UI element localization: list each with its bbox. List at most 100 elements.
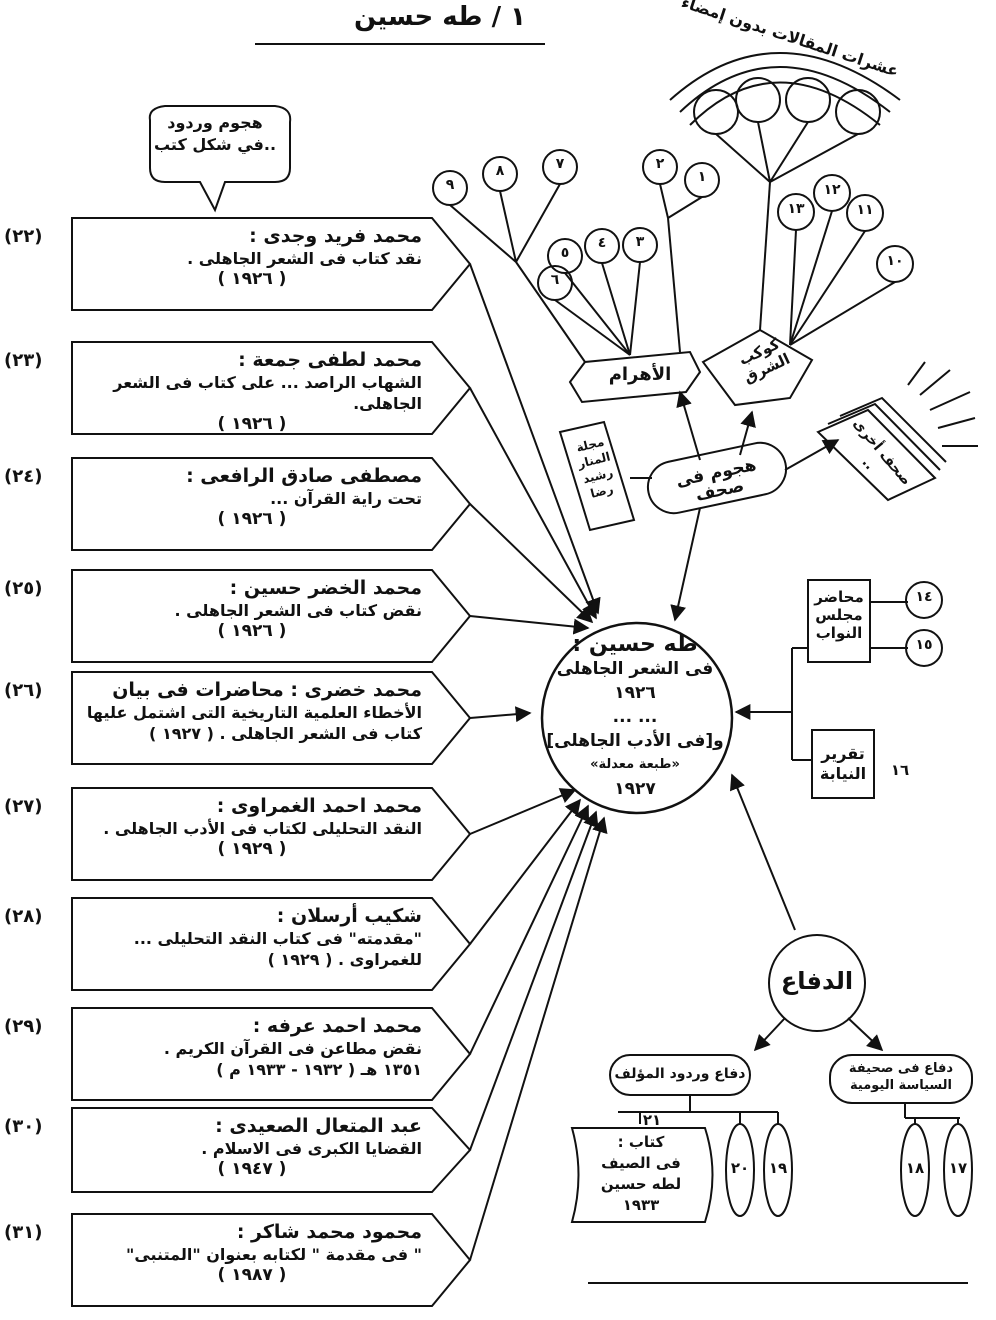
balloon-number: ١٤	[915, 589, 933, 605]
book-number: (٢٦)	[4, 680, 43, 701]
center-line: ١٩٢٧	[614, 779, 656, 799]
center-line: «طبعة معدلة»	[590, 757, 680, 772]
book-connector	[469, 798, 581, 945]
attack-bubble-text: هجوم وردود في شكل كتب..	[140, 112, 290, 156]
book-connector	[469, 706, 532, 723]
book-title-line: الأخطاء العلمية التاريخية التى اشتمل علي…	[86, 703, 422, 722]
balloon-string	[789, 210, 833, 346]
ahram-label: الأهرام	[608, 364, 672, 385]
number-balloon	[905, 581, 943, 619]
defense-press-line: السياسة اليومية	[850, 1078, 952, 1093]
balloon-number: ٣	[635, 234, 645, 250]
book-entry: مصطفى صادق الرافعى :تحت راية القرآن ...(…	[72, 458, 432, 550]
book-year: ( ١٩٢٦ )	[217, 269, 287, 289]
parliament-line: مجلس	[815, 606, 863, 624]
summer-book-line: ١٩٣٣	[622, 1196, 660, 1214]
balloon-string	[659, 183, 669, 219]
book-box	[71, 1107, 472, 1193]
book-author: مصطفى صادق الرافعى :	[186, 465, 422, 487]
burst-lines	[907, 361, 978, 447]
summer-book-line: فى الصيف	[601, 1154, 681, 1172]
book-author: عبد المتعال الصعيدى :	[215, 1115, 422, 1137]
book-number: (٢٨)	[4, 906, 43, 927]
prosecution-line: تقرير	[821, 744, 865, 763]
center-line: فى الشعر الجاهلى ١٩٢٦	[556, 659, 714, 703]
center-circle	[540, 621, 734, 815]
book-title-line: " فى مقدمة " لكتابه بعنوان "المتنبى"	[125, 1245, 422, 1264]
bubble-line: هجوم وردود	[167, 113, 263, 132]
book-number: (٢٧)	[4, 796, 43, 817]
book-year: ( ١٩٢٦ )	[217, 621, 287, 641]
footer-rule	[588, 1282, 968, 1284]
book-box	[71, 671, 472, 765]
book-year: ( ١٩٤٧ )	[217, 1159, 287, 1179]
book-connector	[469, 263, 601, 615]
book-entry: محمد خضرى : محاضرات فى بيان الأخطاء العلم…	[72, 672, 432, 764]
defense-press-label: دفاع فى صحيفة السياسة اليومية	[832, 1060, 970, 1094]
parliament-line: محاضر	[814, 588, 864, 606]
book-box	[71, 787, 472, 881]
book-connector	[469, 615, 590, 635]
balloon-string	[667, 196, 703, 219]
book-title-line: النقد التحليلى لكتاب فى الأدب الجاهلى .	[103, 819, 422, 838]
book-author: محمد الخضر حسين :	[229, 577, 422, 599]
book-title-line: تحت راية القرآن ...	[270, 489, 422, 508]
balloon-string	[564, 272, 631, 356]
book-connector	[469, 816, 608, 1261]
balloon-string	[789, 229, 797, 346]
book-number: (٣٠)	[4, 1116, 43, 1137]
balloon-number: ٤	[597, 235, 607, 251]
balloon-number: ٧	[555, 156, 565, 172]
book-title-line: نقض مطاعن فى القرآن الكريم .	[163, 1039, 422, 1058]
balloon-string	[449, 204, 517, 263]
balloon-string	[515, 183, 561, 263]
book-author: شكيب أرسلان :	[276, 905, 422, 927]
book-number: (٢٩)	[4, 1016, 43, 1037]
manar-box	[558, 420, 636, 532]
balloon-number: ٢	[655, 156, 665, 172]
book-title-line: نقض كتاب فى الشعر الجاهلى .	[174, 601, 422, 620]
defense-author-label: دفاع وردود المؤلف	[614, 1066, 746, 1082]
defense-circle	[768, 934, 866, 1032]
balloon-number: ٨	[495, 163, 505, 179]
book-author: محمود محمد شاكر :	[236, 1221, 422, 1243]
parliament-box	[807, 579, 871, 663]
book-title-line: القضايا الكبرى فى الاسلام .	[201, 1139, 422, 1158]
balloon-string	[499, 190, 517, 263]
book-author: محمد خضرى : محاضرات فى بيان	[112, 679, 422, 701]
center-name: طه حسين :	[572, 632, 698, 657]
book-number: (٣١)	[4, 1222, 43, 1243]
book-entry: محمد فريد وجدى :نقد كتاب فى الشعر الجاهل…	[72, 218, 432, 310]
balloon-string	[629, 261, 641, 356]
balloon-string	[554, 299, 631, 356]
balloon-number: ١٩	[768, 1159, 788, 1177]
book-connector	[469, 804, 590, 1055]
balloon-number: ٦	[550, 272, 560, 288]
book-box	[71, 341, 472, 435]
book-year: ( ١٩٨٧ )	[217, 1265, 287, 1285]
balloon-strings	[449, 181, 896, 363]
balloon-number: ١٧	[948, 1159, 968, 1177]
book-box	[71, 457, 472, 551]
book-entry: محمود محمد شاكر : " فى مقدمة " لكتابه بعن…	[72, 1214, 432, 1306]
balloon-number: ١٥	[915, 637, 933, 653]
book-box	[71, 897, 472, 991]
center-work: طه حسين : فى الشعر الجاهلى ١٩٢٦ ... ... …	[540, 632, 730, 801]
book-connector	[469, 788, 577, 835]
book-shapes	[71, 217, 472, 1307]
fan-connector	[515, 261, 586, 363]
prosecution-label: تقرير النيابة	[812, 744, 874, 784]
unsigned-articles-fan	[669, 52, 901, 183]
kawkab-box	[701, 328, 814, 407]
book-box	[71, 1213, 472, 1307]
summer-book-line: لطه حسين	[600, 1175, 682, 1193]
defense-author-pill	[609, 1054, 751, 1096]
book-author: محمد فريد وجدى :	[249, 225, 422, 247]
book-title-line: "مقدمته" فى كتاب النقد التحليلى ...	[133, 929, 422, 948]
balloon-string	[789, 281, 896, 346]
balloon-number: ٥	[560, 245, 570, 261]
balloon-string	[601, 262, 631, 356]
book-author: محمد لطفى جمعة :	[238, 349, 422, 371]
balloon-number: ١١	[856, 202, 874, 218]
